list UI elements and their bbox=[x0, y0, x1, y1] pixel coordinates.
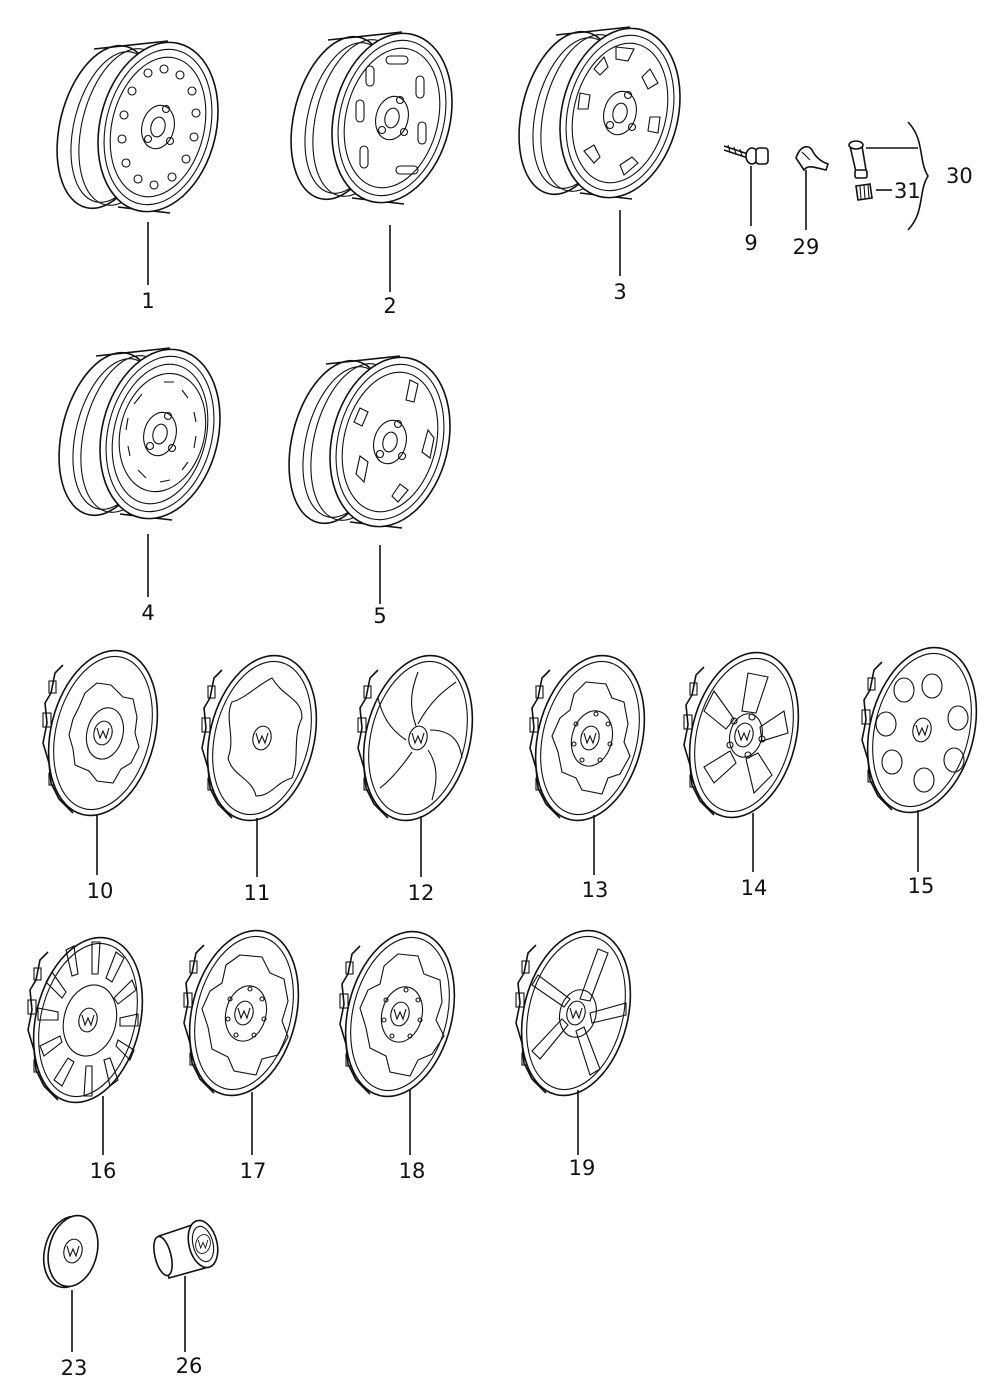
wheel-bolt-9 bbox=[723, 144, 769, 165]
hubcap-10 bbox=[31, 638, 175, 828]
wheel-4 bbox=[42, 335, 238, 533]
part-label-4: 4 bbox=[141, 601, 154, 625]
center-cap-23 bbox=[42, 1214, 99, 1289]
part-label-15: 15 bbox=[908, 874, 935, 898]
part-label-18: 18 bbox=[399, 1159, 426, 1183]
part-label-19: 19 bbox=[569, 1156, 596, 1180]
hubcap-14 bbox=[672, 640, 816, 830]
hubcap-17 bbox=[172, 918, 316, 1108]
hubcap-19 bbox=[504, 918, 648, 1108]
hubcap-18 bbox=[328, 919, 472, 1109]
hubcap-12 bbox=[346, 643, 490, 833]
part-label-13: 13 bbox=[582, 878, 609, 902]
hubcap-15 bbox=[850, 635, 994, 825]
part-label-16: 16 bbox=[90, 1159, 117, 1183]
part-label-1: 1 bbox=[141, 289, 154, 313]
hubcap-11 bbox=[190, 643, 334, 833]
wheel-2 bbox=[274, 19, 470, 217]
part-label-9: 9 bbox=[744, 231, 757, 255]
part-label-12: 12 bbox=[408, 881, 435, 905]
cap-26 bbox=[153, 1219, 219, 1279]
part-label-30: 30 bbox=[946, 164, 973, 188]
part-label-29: 29 bbox=[793, 235, 820, 259]
hubcap-16 bbox=[16, 925, 160, 1115]
wheel-1 bbox=[40, 28, 236, 226]
part-label-14: 14 bbox=[741, 876, 768, 900]
part-label-10: 10 bbox=[87, 879, 114, 903]
part-label-31: 31 bbox=[894, 179, 921, 203]
balance-weight-29 bbox=[795, 145, 830, 172]
tire-valve-30 bbox=[848, 140, 868, 179]
part-label-3: 3 bbox=[613, 280, 626, 304]
part-label-11: 11 bbox=[244, 881, 271, 905]
wheel-3 bbox=[502, 14, 698, 212]
part-label-23: 23 bbox=[61, 1356, 88, 1380]
part-label-17: 17 bbox=[240, 1159, 267, 1183]
part-label-2: 2 bbox=[383, 294, 396, 318]
brace-30 bbox=[907, 121, 929, 231]
hubcap-13 bbox=[518, 643, 662, 833]
valve-cap-31 bbox=[855, 183, 873, 201]
wheel-5 bbox=[272, 343, 468, 541]
part-label-5: 5 bbox=[373, 604, 386, 628]
part-label-26: 26 bbox=[176, 1354, 203, 1378]
